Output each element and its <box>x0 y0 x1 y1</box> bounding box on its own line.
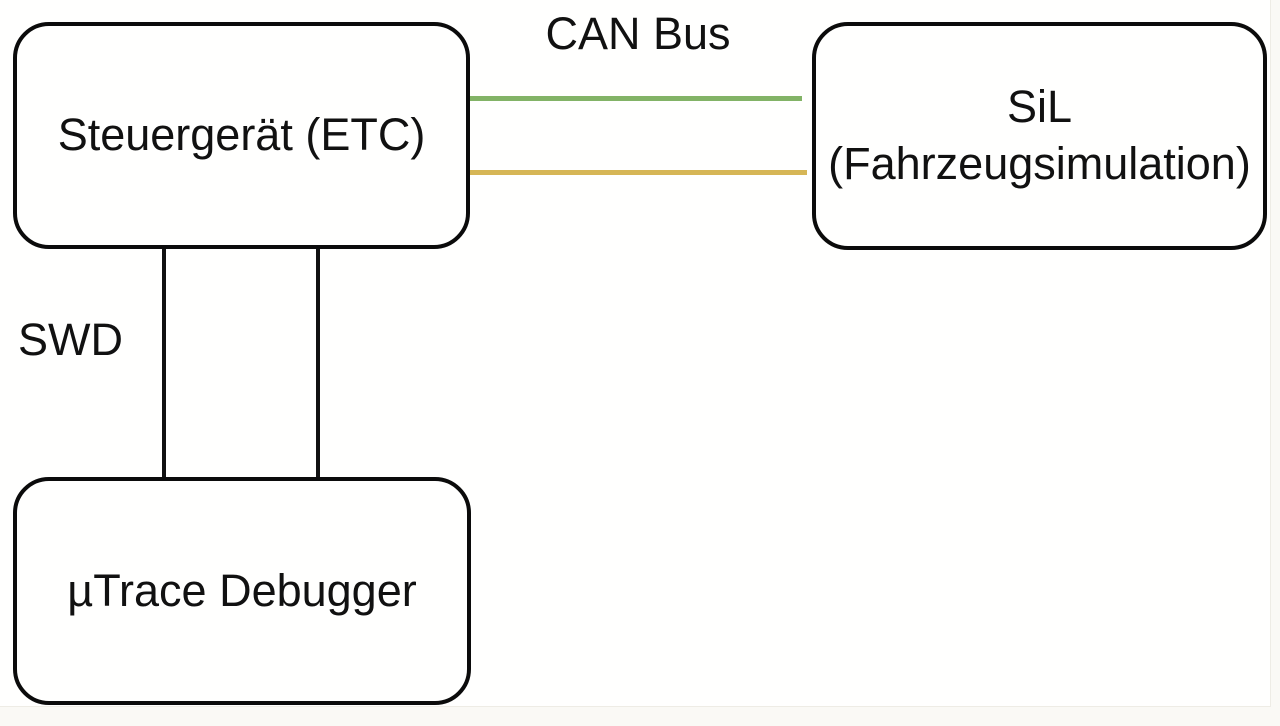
swd-edge-right <box>316 248 320 478</box>
node-utrace-label: µTrace Debugger <box>67 564 417 616</box>
node-sil: SiL (Fahrzeugsimulation) <box>812 22 1267 250</box>
swd-edge-left <box>162 248 166 478</box>
can-bus-edge-green <box>470 96 802 101</box>
swd-label: SWD <box>18 314 123 365</box>
node-steuergeraet-label: Steuergerät (ETC) <box>57 109 426 161</box>
node-utrace: µTrace Debugger <box>13 477 471 705</box>
node-sil-label-line2: (Fahrzeugsimulation) <box>828 138 1251 189</box>
can-bus-edge-yellow <box>470 170 807 175</box>
node-sil-label-line1: SiL <box>1006 81 1073 133</box>
diagram-canvas: Steuergerät (ETC) SiL (Fahrzeugsimulatio… <box>0 0 1271 707</box>
can-bus-label: CAN Bus <box>545 8 731 59</box>
node-steuergeraet: Steuergerät (ETC) <box>13 22 470 249</box>
